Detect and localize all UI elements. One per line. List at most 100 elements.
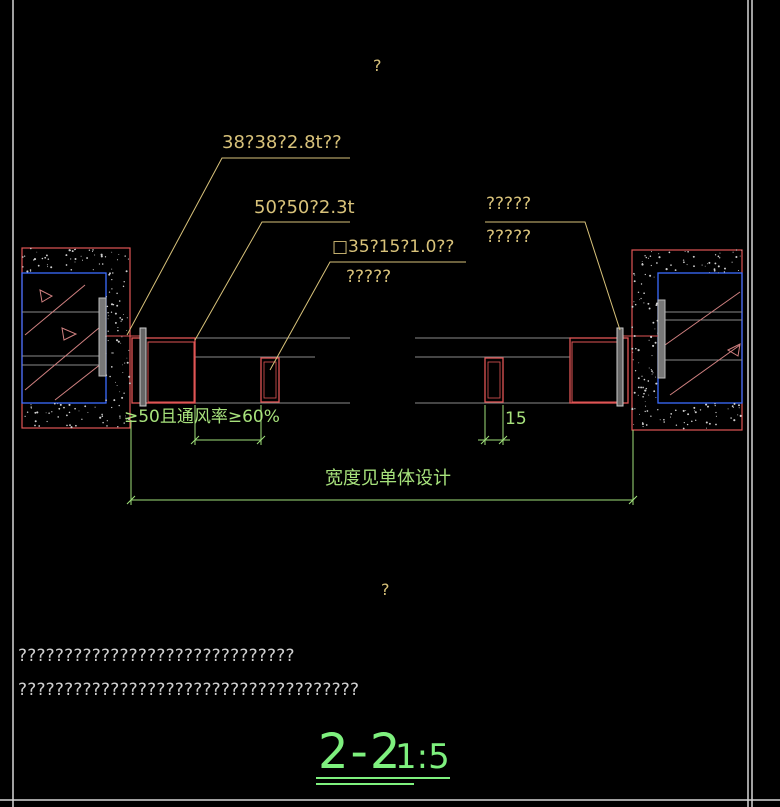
speckle-dot bbox=[116, 259, 119, 261]
speckle-dot bbox=[657, 332, 658, 334]
speckle-dot bbox=[704, 265, 706, 267]
speckle-dot bbox=[633, 301, 635, 303]
speckle-dot bbox=[705, 403, 708, 406]
speckle-dot bbox=[121, 318, 124, 321]
speckle-dot bbox=[106, 425, 108, 427]
speckle-dot bbox=[123, 281, 125, 283]
speckle-dot bbox=[685, 410, 687, 412]
speckle-dot bbox=[21, 256, 24, 258]
speckle-dot bbox=[645, 387, 648, 390]
speckle-dot bbox=[22, 266, 24, 268]
speckle-dot bbox=[84, 405, 87, 408]
speckle-dot bbox=[658, 256, 661, 259]
speckle-dot bbox=[670, 264, 672, 266]
speckle-dot bbox=[46, 264, 48, 266]
speckle-dot bbox=[111, 251, 113, 253]
speckle-dot bbox=[50, 266, 53, 269]
speckle-dot bbox=[126, 361, 129, 364]
speckle-dot bbox=[116, 304, 119, 307]
speckle-dot bbox=[45, 254, 48, 257]
left-wall bbox=[21, 247, 140, 429]
speckle-dot bbox=[30, 404, 32, 406]
speckle-dot bbox=[68, 403, 71, 406]
speckle-dot bbox=[71, 250, 74, 253]
speckle-dot bbox=[92, 249, 94, 251]
speckle-dot bbox=[115, 381, 116, 383]
speckle-dot bbox=[665, 268, 668, 271]
speckle-dot bbox=[635, 347, 637, 350]
speckle-dot bbox=[638, 362, 640, 364]
speckle-dot bbox=[659, 419, 661, 421]
speckle-dot bbox=[112, 352, 114, 354]
speckle-dot bbox=[655, 376, 657, 378]
speckle-dot bbox=[111, 352, 113, 354]
speckle-dot bbox=[715, 411, 717, 414]
speckle-dot bbox=[645, 256, 648, 259]
speckle-dot bbox=[684, 251, 686, 252]
speckle-dot bbox=[57, 416, 59, 418]
speckle-dot bbox=[117, 340, 120, 343]
speckle-dot bbox=[723, 271, 726, 273]
speckle-dot bbox=[737, 414, 739, 416]
speckle-dot bbox=[48, 412, 50, 414]
speckle-dot bbox=[124, 362, 126, 364]
speckle-dot bbox=[126, 329, 128, 331]
speckle-dot bbox=[718, 272, 720, 274]
speckle-dot bbox=[24, 415, 26, 417]
speckle-dot bbox=[631, 347, 634, 350]
speckle-dot bbox=[730, 417, 732, 419]
speckle-dot bbox=[108, 291, 111, 293]
speckle-dot bbox=[106, 420, 108, 422]
speckle-dot bbox=[128, 418, 130, 421]
speckle-dot bbox=[70, 258, 72, 260]
speckle-dot bbox=[94, 254, 96, 256]
speckle-dot bbox=[116, 292, 118, 295]
speckle-dot bbox=[128, 375, 131, 378]
speckle-dot bbox=[653, 390, 656, 393]
speckle-dot bbox=[110, 311, 113, 313]
speckle-dot bbox=[724, 267, 726, 270]
speckle-dot bbox=[682, 427, 685, 430]
speckle-dot bbox=[98, 263, 100, 265]
speckle-dot bbox=[26, 270, 29, 273]
speckle-dot bbox=[674, 269, 677, 272]
speckle-dot bbox=[683, 261, 685, 264]
dimension-15: 15 bbox=[505, 409, 527, 429]
speckle-dot bbox=[682, 409, 685, 412]
speckle-dot bbox=[695, 419, 697, 421]
speckle-dot bbox=[37, 264, 40, 267]
speckle-dot bbox=[33, 259, 35, 261]
speckle-dot bbox=[53, 402, 56, 405]
speckle-dot bbox=[59, 403, 62, 406]
speckle-dot bbox=[708, 422, 711, 425]
speckle-dot bbox=[65, 264, 68, 266]
speckle-dot bbox=[36, 251, 38, 253]
speckle-dot bbox=[632, 351, 634, 353]
callout-louver-blade: □35?15?1.0?? bbox=[332, 237, 455, 257]
speckle-dot bbox=[117, 426, 119, 428]
speckle-dot bbox=[650, 251, 653, 253]
speckle-dot bbox=[655, 304, 658, 307]
speckle-dot bbox=[643, 292, 645, 295]
speckle-dot bbox=[669, 416, 672, 418]
speckle-dot bbox=[641, 375, 643, 377]
section-title: 2-2 bbox=[318, 724, 403, 780]
speckle-dot bbox=[650, 335, 653, 339]
speckle-dot bbox=[34, 424, 36, 427]
speckle-dot bbox=[78, 410, 80, 412]
speckle-dot bbox=[632, 359, 634, 361]
speckle-dot bbox=[741, 249, 743, 251]
speckle-dot bbox=[738, 404, 740, 407]
speckle-dot bbox=[107, 330, 109, 332]
speckle-dot bbox=[693, 265, 695, 268]
speckle-dot bbox=[651, 355, 653, 357]
speckle-dot bbox=[105, 399, 107, 402]
louver-section bbox=[131, 327, 629, 407]
speckle-dot bbox=[655, 397, 657, 398]
speckle-dot bbox=[46, 420, 48, 423]
speckle-dot bbox=[34, 411, 37, 414]
title-underline bbox=[316, 777, 450, 785]
speckle-dot bbox=[44, 256, 47, 259]
speckle-dot bbox=[99, 416, 102, 419]
